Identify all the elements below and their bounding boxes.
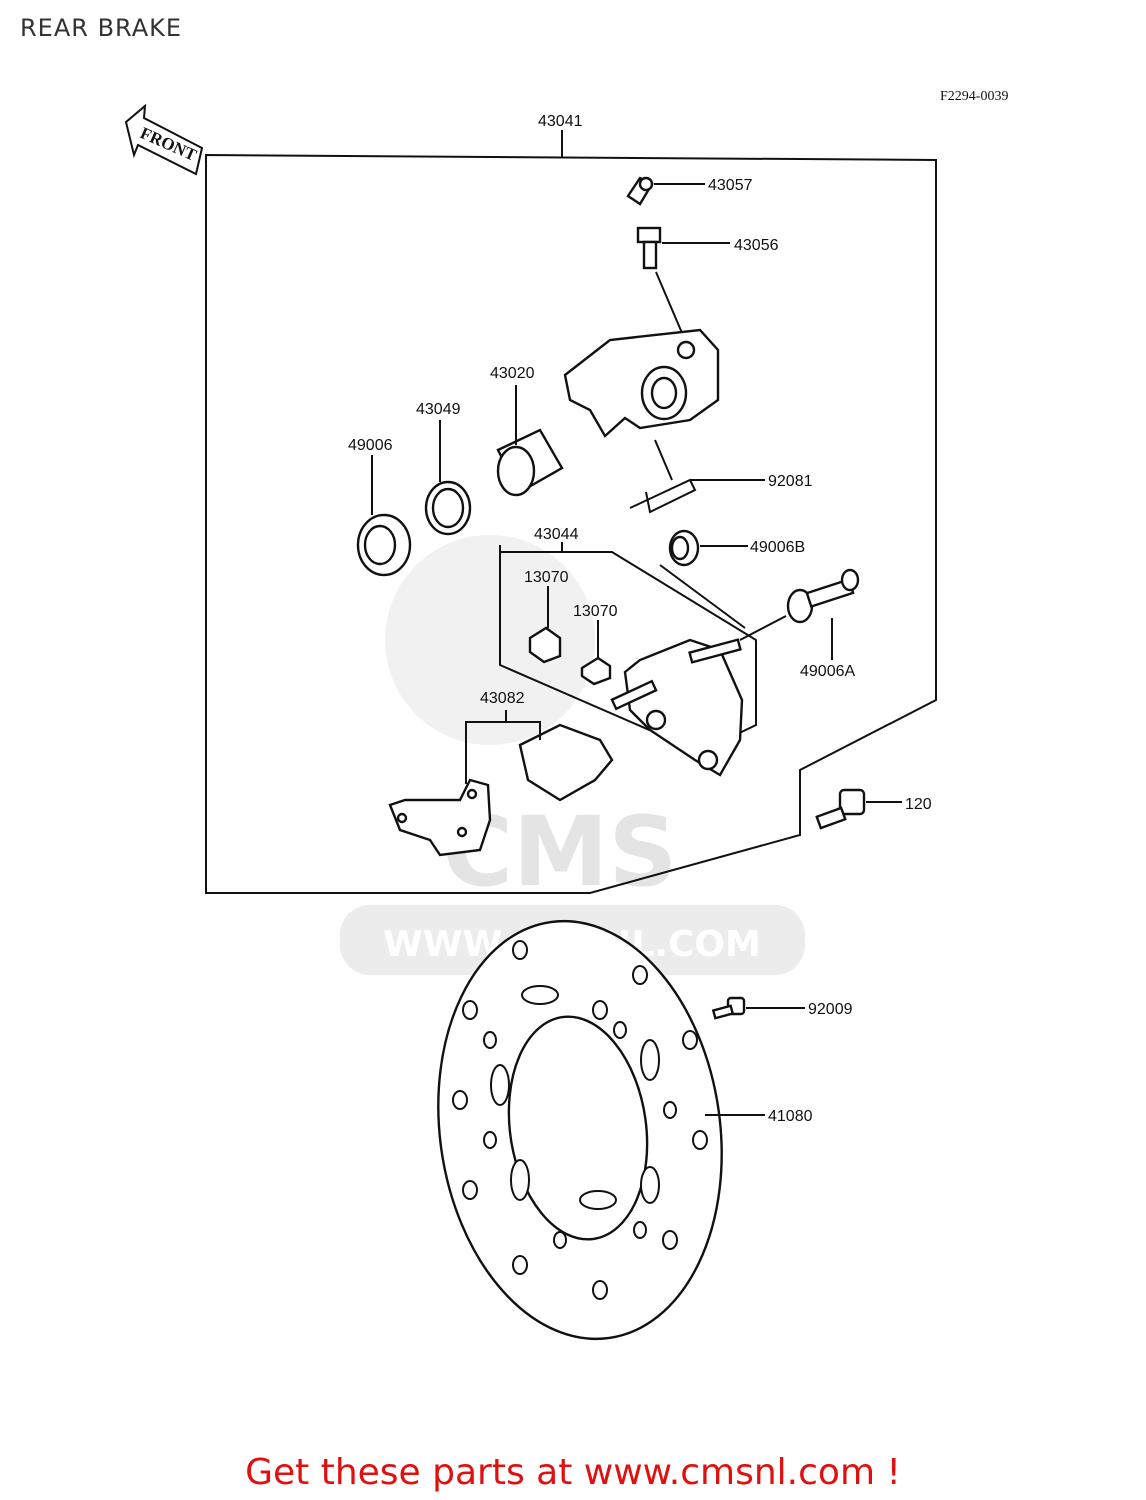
part-label-43041: 43041 xyxy=(538,113,583,130)
part-43082-pad-a xyxy=(518,723,614,802)
part-label-49006: 49006 xyxy=(348,437,393,454)
part-43056 xyxy=(636,226,662,270)
part-120 xyxy=(815,788,866,830)
reference-code: F2294-0039 xyxy=(940,89,1008,104)
front-arrow: FRONT xyxy=(124,103,204,176)
part-43082-pad-b xyxy=(388,778,492,857)
part-43057 xyxy=(626,176,654,206)
part-label-43057: 43057 xyxy=(708,177,753,194)
part-label-92009: 92009 xyxy=(808,1001,853,1018)
part-label-13070-b: 13070 xyxy=(573,603,618,620)
part-label-41080: 41080 xyxy=(768,1108,813,1125)
page-title: REAR BRAKE xyxy=(20,14,183,42)
part-label-92081: 92081 xyxy=(768,473,813,490)
part-caliper-body xyxy=(563,328,720,438)
part-label-120: 120 xyxy=(905,796,932,813)
part-label-49006B: 49006B xyxy=(750,539,805,556)
front-arrow-label: FRONT xyxy=(137,123,200,165)
part-49006A xyxy=(786,568,860,624)
part-label-43082: 43082 xyxy=(480,690,525,707)
part-49006 xyxy=(356,513,412,577)
part-label-43056: 43056 xyxy=(734,237,779,254)
part-41080-brake-disc xyxy=(437,919,723,1341)
part-49006B xyxy=(668,529,700,567)
part-43049 xyxy=(424,480,472,536)
part-label-43044: 43044 xyxy=(534,526,579,543)
part-label-43049: 43049 xyxy=(416,401,461,418)
part-13070-a xyxy=(528,626,562,664)
part-label-13070-a: 13070 xyxy=(524,569,569,586)
exploded-parts-diagram: CMS WWW.CMSNL.COM F2294-0039 FRONT 43041… xyxy=(124,89,1008,1341)
part-bracket xyxy=(610,638,744,777)
part-label-43020: 43020 xyxy=(490,365,535,382)
part-92081 xyxy=(629,478,697,514)
part-92009 xyxy=(711,996,746,1020)
footer-link[interactable]: Get these parts at www.cmsnl.com ! xyxy=(245,1452,901,1493)
part-43020 xyxy=(496,428,564,497)
part-label-49006A: 49006A xyxy=(800,663,855,680)
